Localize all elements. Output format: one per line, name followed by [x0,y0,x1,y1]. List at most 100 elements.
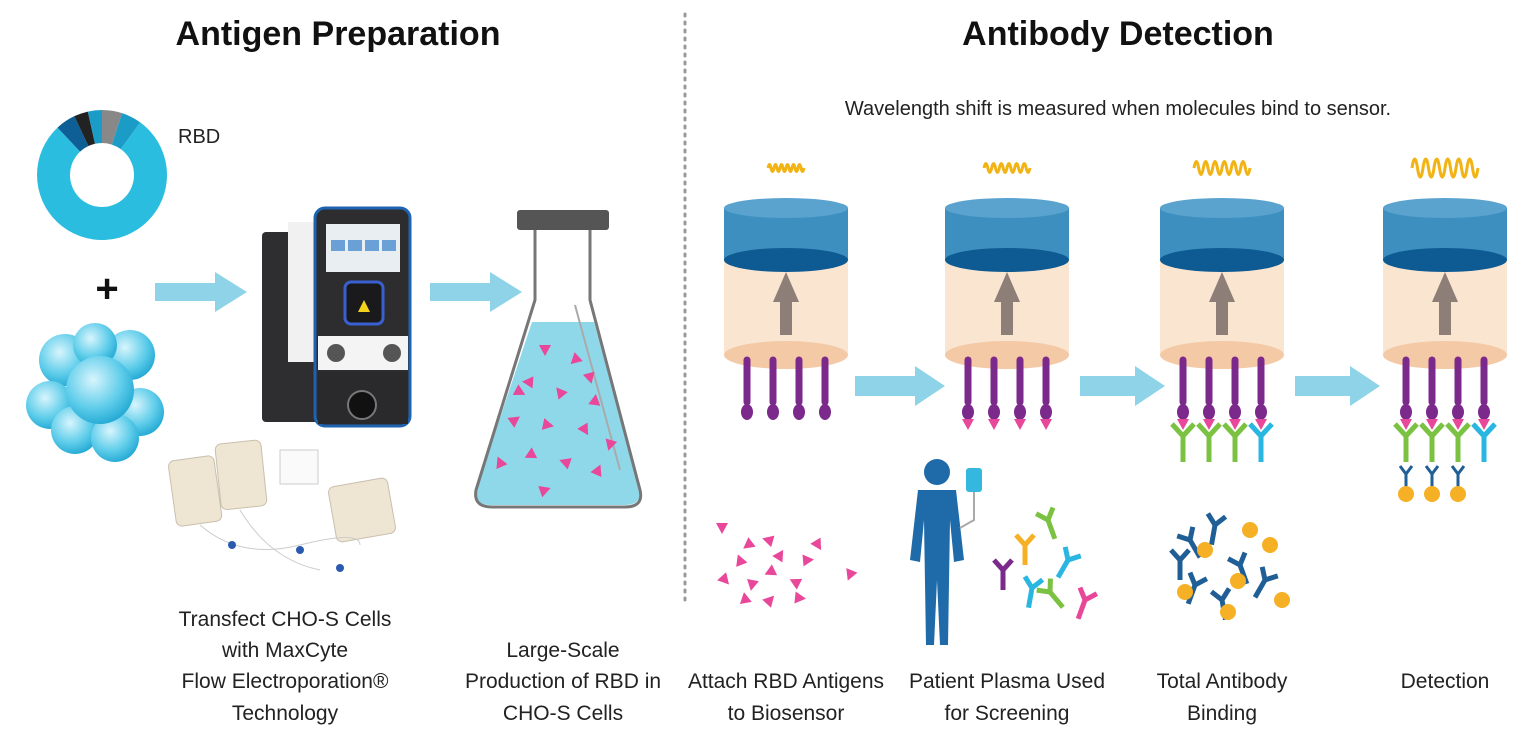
rbd-antigen-icon [802,554,814,567]
antigen-probe-tip [1014,404,1026,420]
cho-cells-icon [26,323,164,462]
detection-subtitle: Wavelength shift is measured when molecu… [845,98,1391,120]
donut-segment [111,113,141,150]
light-wave-icon [982,162,1032,174]
rbd-antigen-icon [743,537,756,549]
culture-flask-icon [474,210,643,509]
detection-antibody-icon [1169,548,1191,580]
step-label-attach: Attach RBD Antigens [688,670,884,693]
step-label-production: Large-Scale [506,639,619,662]
iv-bag-icon [966,468,982,492]
rbd-antigen-icon [747,578,759,591]
antigen-probe-tip [1478,404,1490,420]
antigen-probe-tip [1426,404,1438,420]
rbd-antigen-icon [762,535,775,548]
rbd-antigen-icon [496,456,508,469]
donut-segment [74,111,96,147]
sensor-window [724,248,848,272]
rbd-antigen-icon [539,345,551,356]
rbd-antigen-icon [538,485,551,498]
antigen-probe-tip [962,404,974,420]
detection-bead-icon [1242,522,1258,538]
sensor-window [1383,248,1507,272]
antibody-icon [1222,422,1248,462]
rbd-antigen-icon [570,352,583,365]
plus-sign: + [95,267,118,311]
rbd-antigen-icon [1014,419,1026,430]
rbd-antigen-icon [739,592,752,604]
rbd-antigen-icon [1229,419,1241,430]
rbd-antigen-icon [772,549,784,563]
antibody-icon [1170,422,1196,462]
antibody-icon [1445,422,1471,462]
biosensor-2 [945,162,1069,430]
antibody-icon [1393,422,1419,462]
detection-bead-icon [1177,584,1193,600]
detection-bead-icon [1262,537,1278,553]
biosensor-1 [724,163,848,420]
detection-antibody-icon [1252,566,1279,599]
step-label-transfect: Technology [232,702,339,725]
rbd-antigen-icon [590,464,602,478]
antibody-icon [1248,422,1274,462]
rbd-antigen-icon [556,387,568,400]
donut-segment [57,116,89,152]
rbd-antigen-icon [524,447,538,459]
light-wave-icon [1410,157,1480,179]
antigen-probe-tip [767,404,779,420]
antigen-probe-tip [819,404,831,420]
arrow-icon [855,366,945,406]
rbd-antigen-icon [1478,419,1490,430]
reflection-arrow-icon [1209,272,1235,335]
rbd-antigen-icon [605,438,618,451]
rbd-antigen-icon [716,523,728,534]
antigen-probe-tip [741,404,753,420]
antibody-detection-title: Antibody Detection [962,15,1274,53]
iv-line [959,492,975,529]
detection-bead-icon [1220,604,1236,620]
step-label-attach: to Biosensor [728,702,845,725]
reflection-arrow-icon [1432,272,1458,335]
donut-segment [36,122,167,240]
sensor-cap-top [1160,198,1284,218]
antibody-icon [1419,422,1445,462]
rbd-antigen-icon [1400,419,1412,430]
antigen-probe-tip [1229,404,1241,420]
sensor-tip [724,341,848,369]
sensor-window [1160,248,1284,272]
detection-bead-icon [1274,592,1290,608]
arrow-icon [1080,366,1165,406]
sensor-cap-top [945,198,1069,218]
antibody-icon [1022,575,1045,609]
rbd-antigen-icon [1177,419,1189,430]
step-label-plasma: Patient Plasma Used [909,670,1105,693]
step-label-binding: Binding [1187,702,1257,725]
rbd-label: RBD [178,126,220,148]
rbd-donut-icon [36,110,167,240]
light-wave-icon [766,163,806,173]
rbd-antigen-icon [512,384,526,395]
step-label-binding: Total Antibody [1157,670,1288,693]
detection-bead-icon [1424,486,1440,502]
biosensor-3 [1160,160,1284,462]
antigen-probe-tip [988,404,1000,420]
electroporation-bags-image [168,439,396,572]
rbd-antigen-icon [588,394,601,406]
reflection-arrow-icon [773,272,799,335]
rbd-antigen-icon [794,591,806,604]
antibody-icon [1034,506,1058,540]
antigen-probe-tip [1452,404,1464,420]
step-label-detection: Detection [1401,670,1490,693]
antigen-preparation-title: Antigen Preparation [176,15,501,53]
step-label-plasma: for Screening [945,702,1070,725]
patient-icon [924,459,950,485]
detection-bead-icon [1230,573,1246,589]
arrow-icon [155,272,247,312]
antigen-probe-tip [1400,404,1412,420]
antibody-icon [1014,533,1036,565]
rbd-antigen-icon [507,416,520,428]
rbd-antigen-icon [559,458,572,470]
detection-antibody-icon [1450,465,1466,487]
donut-segment [87,110,102,144]
antibody-icon [1471,422,1497,462]
